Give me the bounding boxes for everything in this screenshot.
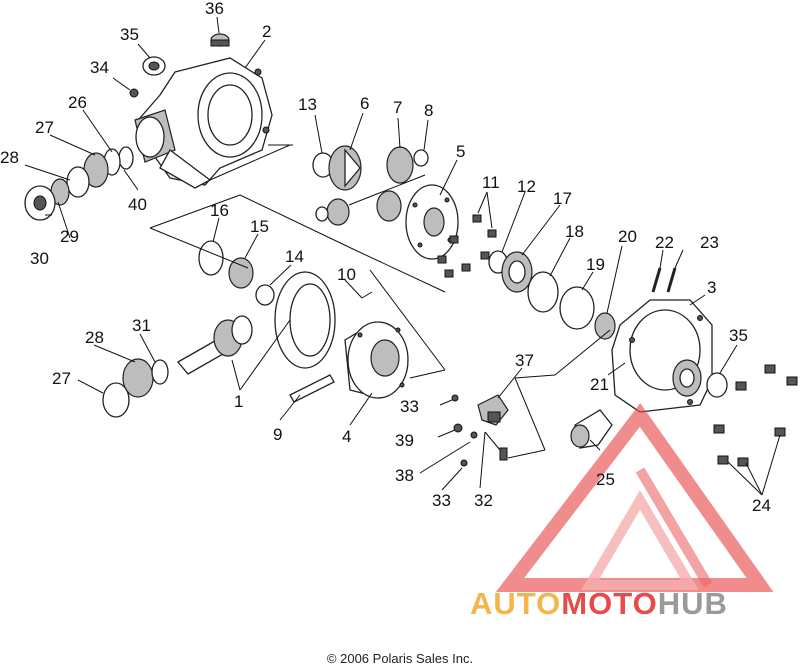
gear-part-7	[386, 146, 414, 184]
actuator-part-25	[570, 409, 613, 449]
pin-part-9	[289, 374, 335, 403]
label-36: 36	[205, 0, 224, 18]
label-5: 5	[456, 142, 465, 161]
label-23: 23	[700, 233, 719, 252]
label-20: 20	[618, 227, 637, 246]
label-3: 3	[707, 278, 716, 297]
left-bearing-stack	[24, 146, 134, 221]
label-34: 34	[90, 58, 109, 77]
race-part-18	[527, 271, 559, 313]
cap-part-36	[210, 33, 230, 47]
brand-auto: AUTO	[470, 586, 562, 621]
label-24: 24	[752, 496, 771, 515]
gear-part-6	[328, 145, 362, 191]
label-7: 7	[393, 98, 402, 117]
label-17: 17	[553, 189, 572, 208]
label-10: 10	[337, 265, 356, 284]
bearing-part-15	[228, 257, 254, 289]
label-26: 26	[68, 93, 87, 112]
ring-gear-part-10	[274, 271, 336, 369]
screw-part-33b	[460, 459, 468, 467]
cover-part-3	[611, 299, 713, 413]
label-28: 28	[0, 148, 19, 167]
race-part-27b	[102, 382, 130, 418]
washer-part-31	[151, 359, 169, 385]
nut-part-34	[129, 88, 139, 98]
label-21: 21	[590, 375, 609, 394]
diff-case-part-4	[344, 321, 409, 399]
label-18: 18	[565, 222, 584, 241]
watermark-brand-text: AUTOMOTOHUB	[470, 586, 728, 622]
watermark-logo	[495, 403, 774, 592]
label-37: 37	[515, 351, 534, 370]
flange-part-5	[405, 184, 459, 260]
bearing-part-17	[501, 251, 533, 293]
label-12: 12	[517, 177, 536, 196]
gear-small-a	[326, 198, 350, 226]
screw-part-38	[470, 431, 478, 439]
callout-numbers: 36 35 2 34 26 27 28 40 29 30 13 6 7 8 5 …	[0, 0, 771, 515]
label-35b: 35	[729, 326, 748, 345]
label-1: 1	[234, 392, 243, 411]
bolts-part-11	[437, 214, 497, 278]
label-8: 8	[424, 101, 433, 120]
race-part-16	[198, 240, 224, 276]
label-14: 14	[285, 247, 304, 266]
label-33b: 33	[432, 491, 451, 510]
gear-small-b	[376, 190, 402, 222]
seal-part-35b	[706, 372, 728, 398]
label-16: 16	[210, 201, 229, 220]
washer-small-a	[315, 206, 329, 222]
pinion-part-1	[177, 315, 253, 375]
washer-part-8	[413, 149, 429, 167]
spring-part-32	[499, 447, 508, 461]
label-27b: 27	[52, 369, 71, 388]
label-15: 15	[250, 217, 269, 236]
label-4: 4	[342, 427, 351, 446]
race-part-19	[559, 286, 595, 330]
label-30: 30	[30, 249, 49, 268]
label-38: 38	[395, 466, 414, 485]
label-40: 40	[128, 195, 147, 214]
label-33: 33	[400, 397, 419, 416]
label-11: 11	[482, 173, 500, 192]
label-25: 25	[596, 470, 615, 489]
label-22: 22	[655, 233, 674, 252]
label-35: 35	[120, 25, 139, 44]
label-6: 6	[360, 94, 369, 113]
label-39: 39	[395, 431, 414, 450]
seal-part-20	[594, 312, 616, 340]
label-29: 29	[60, 227, 79, 246]
screw-part-33a	[451, 394, 459, 402]
label-28b: 28	[85, 328, 104, 347]
label-9: 9	[273, 425, 282, 444]
label-13: 13	[298, 95, 317, 114]
brand-hub: HUB	[657, 586, 728, 621]
label-31: 31	[132, 316, 151, 335]
label-2: 2	[262, 22, 271, 41]
ring-part-14	[255, 284, 275, 306]
label-32: 32	[474, 491, 493, 510]
housing-part-2	[134, 57, 273, 189]
leader-lines	[24, 16, 781, 496]
shift-fork-part-37	[477, 394, 509, 426]
copyright-text: © 2006 Polaris Sales Inc.	[326, 651, 474, 666]
label-27: 27	[35, 118, 54, 137]
screw-part-39	[453, 423, 463, 433]
bolts-part-24	[713, 364, 798, 467]
label-19: 19	[586, 255, 605, 274]
brand-moto: MOTO	[561, 586, 658, 621]
